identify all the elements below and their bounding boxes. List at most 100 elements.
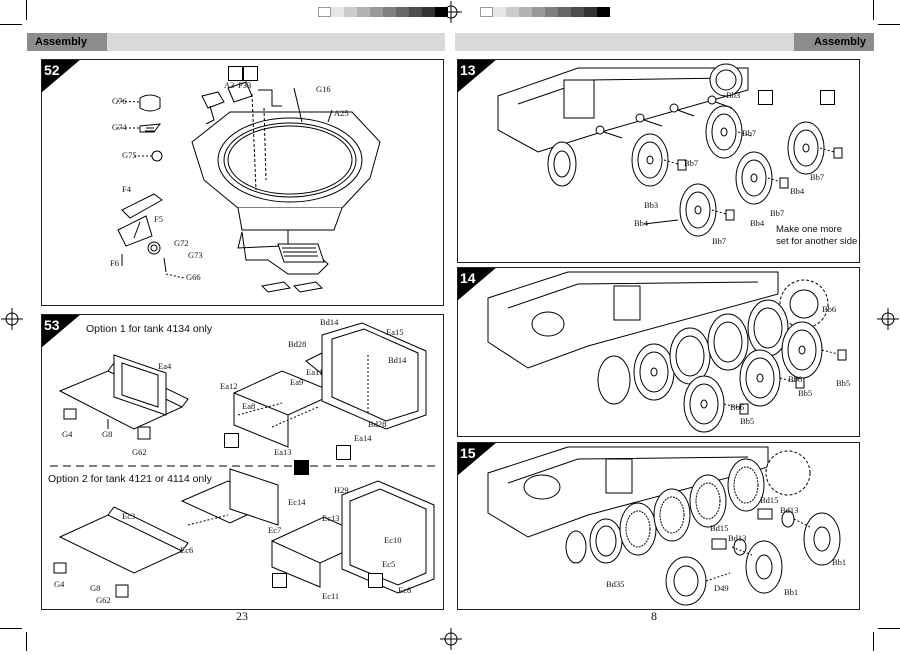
crop-mark bbox=[26, 0, 27, 20]
crop-mark bbox=[878, 628, 900, 629]
part-label: F6 bbox=[110, 258, 119, 268]
step-number: 13 bbox=[460, 62, 476, 78]
part-label: Bb6 bbox=[822, 304, 837, 314]
part-label: Bb7 bbox=[712, 236, 727, 246]
no-glue-icon bbox=[368, 573, 383, 588]
part-label: F4 bbox=[122, 184, 131, 194]
registration-mark-top bbox=[440, 1, 462, 23]
part-label: D49 bbox=[714, 583, 729, 593]
part-label: Bb4 bbox=[790, 186, 805, 196]
option-2-label: Option 2 for tank 4121 or 4114 only bbox=[48, 473, 212, 485]
road-wheel-drawing bbox=[458, 268, 859, 436]
part-label: G76 bbox=[112, 96, 127, 106]
header-title-right: Assembly bbox=[794, 33, 874, 51]
step-13-panel: 13 Bb3 Bb7 Bb7 Bb3 Bb7 bbox=[457, 59, 860, 263]
no-glue-icon bbox=[820, 90, 835, 105]
crop-mark bbox=[873, 632, 874, 651]
step-badge bbox=[42, 315, 81, 348]
step-number: 14 bbox=[460, 270, 476, 286]
no-glue-icon bbox=[272, 573, 287, 588]
track-drawing bbox=[458, 443, 859, 609]
crop-mark bbox=[26, 632, 27, 651]
part-label: Ec10 bbox=[384, 535, 402, 545]
part-label: Ea14 bbox=[354, 433, 372, 443]
part-label: Bd14 bbox=[320, 317, 339, 327]
part-label: Bb5 bbox=[798, 388, 813, 398]
header-bar-left bbox=[27, 33, 445, 51]
part-label: Ec11 bbox=[322, 591, 340, 601]
part-label: A3 bbox=[224, 80, 235, 90]
option-1-label: Option 1 for tank 4134 only bbox=[86, 323, 213, 335]
adhesive-icon bbox=[228, 66, 243, 81]
part-label: Bd15 bbox=[760, 495, 779, 505]
no-glue-icon bbox=[758, 90, 773, 105]
step-53-panel: 53 Option 1 for tank 4134 only Option 2 … bbox=[41, 314, 444, 610]
part-label: G16 bbox=[316, 84, 331, 94]
step-number: 52 bbox=[44, 62, 60, 78]
note-line-1: Make one more bbox=[776, 224, 843, 235]
part-label: P33 bbox=[238, 80, 252, 90]
no-glue-icon bbox=[224, 433, 239, 448]
registration-mark-right bbox=[877, 308, 899, 330]
part-label: Bb6 bbox=[788, 374, 803, 384]
swap-option-icon bbox=[294, 460, 309, 475]
crop-mark bbox=[0, 628, 22, 629]
part-label: Ea9 bbox=[290, 377, 304, 387]
step-badge bbox=[42, 60, 81, 93]
part-label: Ea13 bbox=[274, 447, 292, 457]
part-label: Ec14 bbox=[288, 497, 306, 507]
part-label: A25 bbox=[334, 108, 349, 118]
step-14-panel: 14 Bb6 Bb6 Bb5 Bb5 Bb6 Bb5 bbox=[457, 267, 860, 437]
registration-mark-left bbox=[1, 308, 23, 330]
part-label: Bb3 bbox=[726, 90, 741, 100]
page-number-right: 8 bbox=[651, 609, 657, 623]
part-label: G73 bbox=[188, 250, 203, 260]
part-label: G72 bbox=[174, 238, 189, 248]
part-label: Bb1 bbox=[784, 587, 799, 597]
part-label: Bb4 bbox=[750, 218, 765, 228]
drill-icon bbox=[243, 66, 258, 81]
part-label: G62 bbox=[96, 595, 111, 605]
part-label: Ea8 bbox=[242, 401, 256, 411]
color-bar-right bbox=[480, 7, 610, 17]
part-label: Ec6 bbox=[180, 545, 194, 555]
part-label: Ea11 bbox=[306, 367, 324, 377]
part-label: Bb6 bbox=[730, 402, 745, 412]
part-label: G8 bbox=[102, 429, 113, 439]
part-label: Ec7 bbox=[268, 525, 282, 535]
step-badge bbox=[458, 60, 497, 93]
color-bar-left bbox=[318, 7, 448, 17]
part-label: G74 bbox=[112, 122, 127, 132]
registration-mark-bottom bbox=[440, 628, 462, 650]
step-15-panel: 15 Bd15 Bd13 Bd15 Bd13 Bb1 Bd35 D49 Bb1 bbox=[457, 442, 860, 610]
part-label: Bb7 bbox=[742, 128, 757, 138]
step-number: 53 bbox=[44, 317, 60, 333]
part-label: Bd28 bbox=[288, 339, 307, 349]
no-glue-icon bbox=[336, 445, 351, 460]
turret-ring-drawing bbox=[42, 60, 443, 305]
stowage-box-drawing bbox=[42, 315, 443, 609]
header-bar-right bbox=[455, 33, 874, 51]
part-label: Bb5 bbox=[836, 378, 851, 388]
part-label: G4 bbox=[54, 579, 65, 589]
part-label: G66 bbox=[186, 272, 201, 282]
part-label: Bb7 bbox=[770, 208, 785, 218]
part-label: H29 bbox=[334, 485, 349, 495]
part-label: Bb7 bbox=[810, 172, 825, 182]
part-label: Bb1 bbox=[832, 557, 847, 567]
part-label: Ea15 bbox=[386, 327, 404, 337]
part-label: Bd13 bbox=[728, 533, 747, 543]
header-title-left: Assembly bbox=[27, 33, 107, 51]
part-label: Ec8 bbox=[398, 585, 412, 595]
part-label: Ea4 bbox=[158, 361, 172, 371]
part-label: Bd13 bbox=[780, 505, 799, 515]
part-label: Bb7 bbox=[684, 158, 699, 168]
part-label: Bb3 bbox=[644, 200, 659, 210]
crop-mark bbox=[0, 24, 22, 25]
page-number-left: 23 bbox=[236, 609, 248, 623]
part-label: Ec5 bbox=[382, 559, 396, 569]
step-52-panel: 52 bbox=[41, 59, 444, 306]
part-label: Bb4 bbox=[634, 218, 649, 228]
part-label: Bd28 bbox=[368, 419, 387, 429]
part-label: G62 bbox=[132, 447, 147, 457]
